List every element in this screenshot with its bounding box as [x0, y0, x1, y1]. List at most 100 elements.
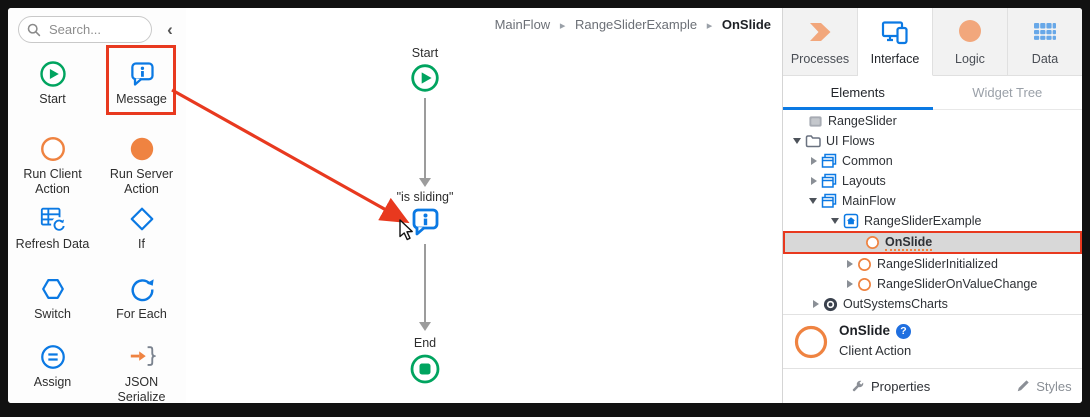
folder-icon — [805, 133, 821, 149]
tree-item-rangesliderinitialized[interactable]: RangeSliderInitialized — [783, 254, 1082, 274]
top-tabs: Processes Interface Logic — [783, 8, 1082, 76]
message-icon — [130, 62, 154, 86]
chevron-right-icon[interactable] — [811, 177, 817, 185]
breadcrumb-item-current[interactable]: OnSlide — [721, 17, 771, 32]
chevron-right-icon[interactable] — [813, 300, 819, 308]
client-action-icon — [794, 325, 828, 359]
end-node-icon[interactable] — [409, 353, 441, 385]
tree-item-ui-flows[interactable]: UI Flows — [783, 131, 1082, 151]
client-action-icon — [865, 235, 880, 250]
tree-item-outsystemscharts[interactable]: OutSystemsCharts — [783, 294, 1082, 314]
toolbox-item-label: Run Client Action — [23, 167, 82, 196]
breadcrumb-separator-icon: ▸ — [706, 20, 713, 32]
flow-node-message[interactable]: "is sliding" — [380, 190, 470, 238]
flow-node-label: "is sliding" — [396, 190, 454, 204]
tab-elements[interactable]: Elements — [783, 76, 933, 110]
toolbox-item-if[interactable]: If — [97, 205, 186, 252]
breadcrumb-item[interactable]: MainFlow — [494, 17, 551, 32]
tab-data[interactable]: Data — [1008, 8, 1082, 76]
toolbox-item-label: Start — [39, 92, 66, 106]
help-icon[interactable]: ? — [896, 324, 912, 339]
screen-home-icon — [843, 213, 859, 229]
brush-icon — [1018, 380, 1029, 392]
selection-subtitle: Client Action — [839, 343, 912, 358]
tree-item-layouts[interactable]: Layouts — [783, 171, 1082, 191]
tab-widget-tree[interactable]: Widget Tree — [972, 85, 1043, 100]
styles-tab[interactable]: Styles — [1016, 379, 1072, 394]
module-icon — [808, 114, 823, 129]
toolbox-item-for-each[interactable]: For Each — [97, 275, 186, 322]
breadcrumb: MainFlow ▸ RangeSliderExample ▸ OnSlide — [495, 17, 771, 32]
toolbox-item-run-server-action[interactable]: Run Server Action — [97, 135, 186, 197]
run-client-action-icon — [40, 137, 65, 161]
assign-icon — [40, 345, 65, 369]
if-icon — [130, 207, 153, 231]
tree-item-rangeslideronvaluechange[interactable]: RangeSliderOnValueChange — [783, 274, 1082, 294]
breadcrumb-item[interactable]: RangeSliderExample — [574, 17, 698, 32]
chevron-right-icon[interactable] — [847, 260, 853, 268]
tree-item-rangeslider[interactable]: RangeSlider — [783, 111, 1082, 131]
ui-flow-icon — [821, 153, 837, 169]
flow-connector[interactable] — [424, 98, 426, 178]
selection-title: OnSlide? — [839, 323, 912, 339]
toolbox-item-refresh-data[interactable]: Refresh Data — [8, 205, 97, 252]
flow-node-end[interactable]: End — [380, 336, 470, 385]
properties-styles-bar: Properties Styles — [783, 368, 1082, 403]
tree-item-mainflow[interactable]: MainFlow — [783, 191, 1082, 211]
run-server-action-icon — [130, 137, 153, 161]
start-icon — [39, 61, 66, 87]
service-studio-window: ‹ Start Message Run Client Action — [8, 8, 1082, 403]
chevron-down-icon[interactable] — [831, 218, 839, 224]
message-node-icon[interactable] — [409, 206, 441, 238]
toolbox-item-label: For Each — [116, 307, 167, 321]
toolbox-item-label: Refresh Data — [15, 237, 90, 251]
processes-icon — [810, 23, 831, 41]
flow-node-label: End — [413, 336, 437, 350]
toolbox-item-assign[interactable]: Assign — [8, 343, 97, 390]
json-serialize-icon — [130, 346, 156, 366]
elements-widget-tabs: Elements Widget Tree — [783, 76, 1082, 110]
toolbox-item-json-serialize[interactable]: JSON Serialize — [97, 343, 186, 403]
chevron-right-icon[interactable] — [811, 157, 817, 165]
toolbox-item-label: Assign — [33, 375, 72, 389]
data-icon — [1034, 23, 1056, 40]
interface-icon — [881, 21, 908, 45]
toolbox-item-run-client-action[interactable]: Run Client Action — [8, 135, 97, 197]
tree-item-onslide[interactable]: OnSlide — [783, 231, 1082, 254]
toolbox-item-label: JSON Serialize — [117, 375, 166, 403]
chevron-right-icon[interactable] — [847, 280, 853, 288]
ui-flow-icon — [821, 193, 837, 209]
toolbox-item-switch[interactable]: Switch — [8, 275, 97, 322]
switch-icon — [41, 279, 64, 299]
toolbox-item-label: If — [138, 237, 145, 251]
toolbox-item-label: Message — [116, 92, 167, 106]
properties-tab[interactable]: Properties — [851, 379, 930, 394]
elements-tree: RangeSlider UI Flows Common — [783, 111, 1082, 314]
tree-item-rangesliderexample[interactable]: RangeSliderExample — [783, 211, 1082, 231]
flow-connector[interactable] — [424, 244, 426, 322]
flow-node-start[interactable]: Start — [380, 46, 470, 93]
collapse-toolbox-button[interactable]: ‹ — [167, 19, 173, 39]
search-input[interactable] — [47, 21, 141, 38]
tab-processes[interactable]: Processes — [783, 8, 858, 76]
start-node-icon[interactable] — [410, 63, 440, 93]
right-panel: Processes Interface Logic — [782, 8, 1082, 403]
chevron-down-icon[interactable] — [793, 138, 801, 144]
selection-info: OnSlide? Client Action — [783, 314, 1082, 369]
charts-module-icon — [823, 297, 838, 312]
client-action-icon — [857, 277, 872, 292]
tree-item-common[interactable]: Common — [783, 151, 1082, 171]
flow-connector-arrowhead-icon — [419, 178, 431, 187]
flow-canvas[interactable]: MainFlow ▸ RangeSliderExample ▸ OnSlide … — [186, 8, 783, 403]
client-action-icon — [857, 257, 872, 272]
tab-logic[interactable]: Logic — [933, 8, 1008, 76]
tab-interface[interactable]: Interface — [858, 8, 933, 76]
chevron-down-icon[interactable] — [809, 198, 817, 204]
toolbox-item-label: Run Server Action — [109, 167, 174, 196]
search-icon — [27, 23, 41, 36]
toolbox-item-start[interactable]: Start — [8, 60, 97, 107]
flow-node-label: Start — [411, 46, 439, 60]
for-each-icon — [131, 279, 154, 302]
toolbox-item-message[interactable]: Message — [97, 60, 186, 107]
search-box[interactable] — [18, 16, 152, 43]
